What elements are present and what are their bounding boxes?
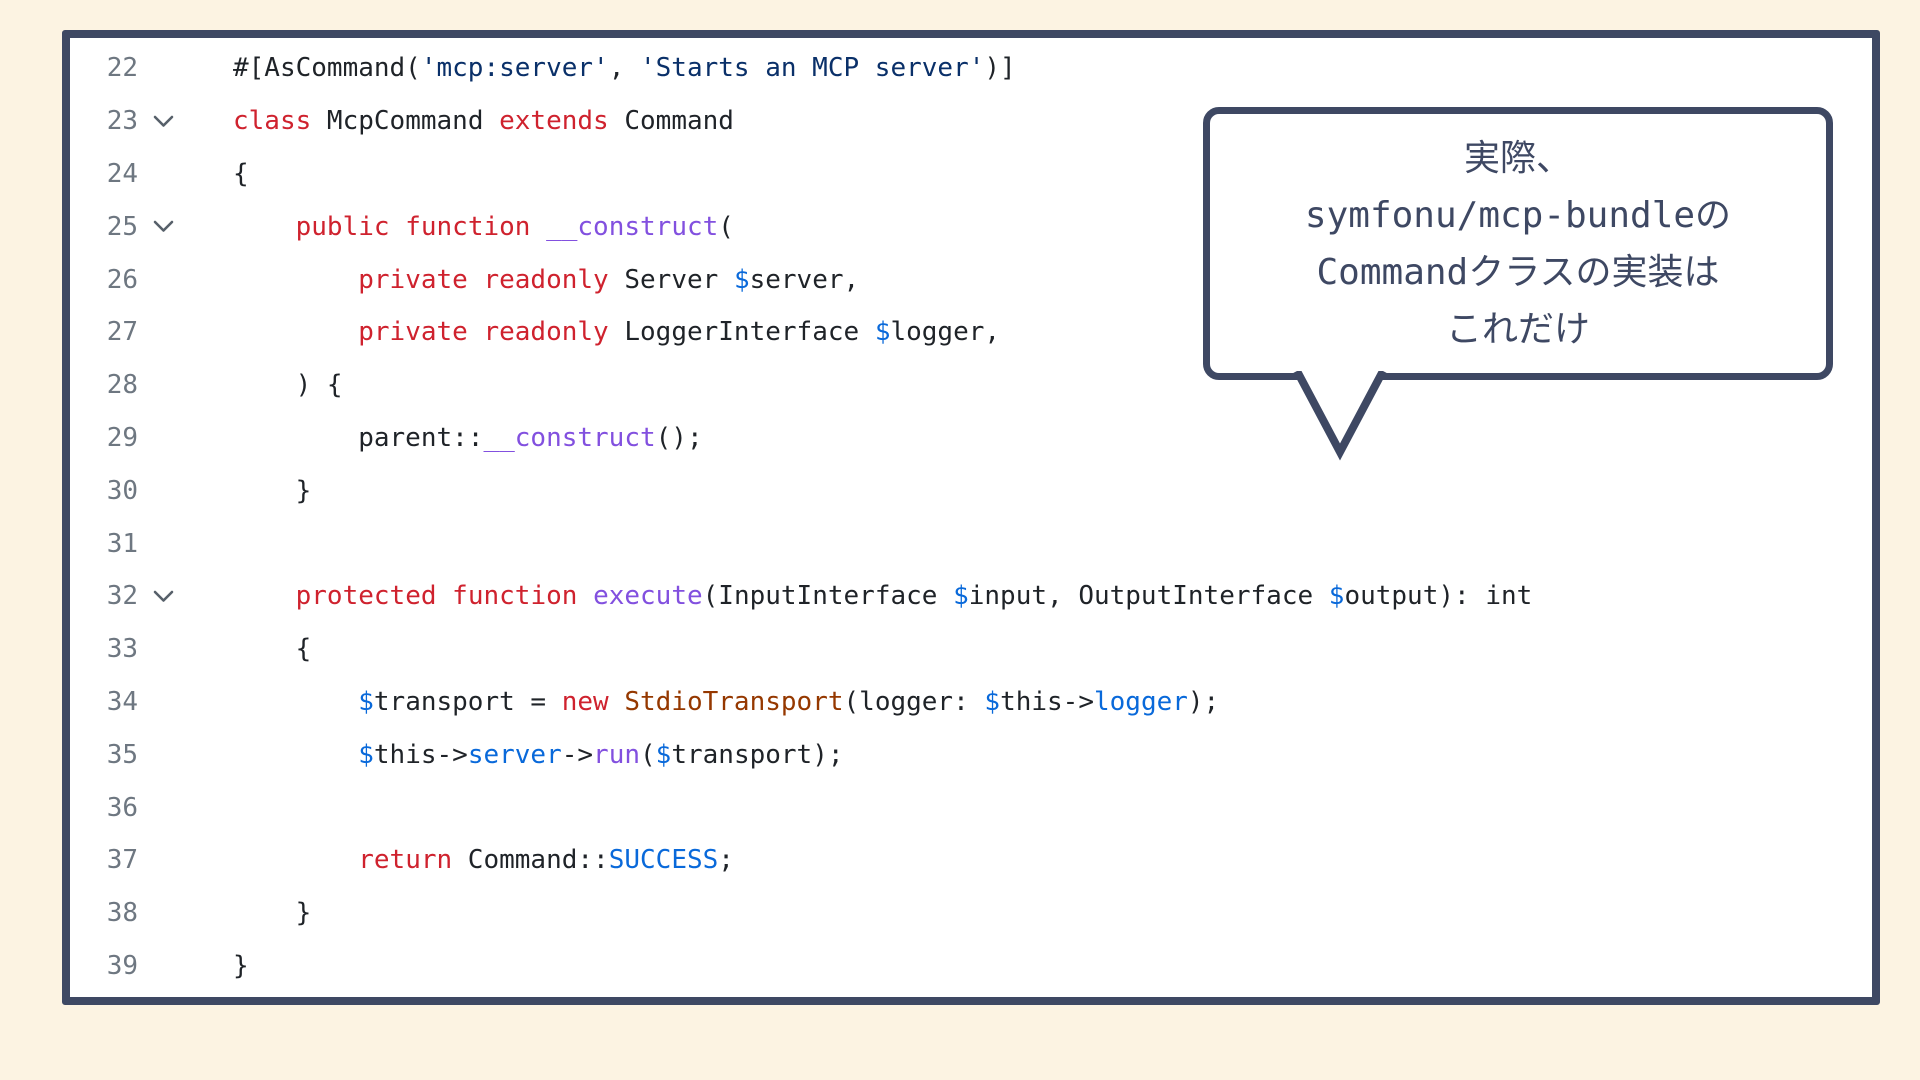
line-number[interactable]: 31 — [106, 528, 138, 559]
code-text: ) { — [233, 370, 343, 401]
code-text: parent::__construct(); — [233, 422, 703, 453]
code-area: 22 #[AsCommand('mcp:server', 'Starts an M… — [70, 42, 1872, 997]
code-text: class McpCommand extends Command — [233, 106, 734, 137]
code-line: 38 } — [70, 887, 1872, 940]
code-line: 32 protected function execute(InputInter… — [70, 570, 1872, 623]
code-text: private readonly Server $server, — [358, 264, 860, 295]
callout-text-line: symfonu/mcp-bundleの — [1304, 194, 1732, 236]
code-line: 28 ) { — [70, 359, 1872, 412]
code-line: 27 private readonly LoggerInterface $log… — [70, 306, 1872, 359]
line-number[interactable]: 32 — [106, 581, 138, 612]
code-text: #[AsCommand('mcp:server', 'Starts an MCP… — [233, 53, 1016, 84]
line-number[interactable]: 28 — [106, 370, 138, 401]
line-number[interactable]: 30 — [106, 475, 138, 506]
code-text: return Command::SUCCESS; — [358, 845, 734, 876]
line-number[interactable]: 25 — [106, 211, 138, 242]
code-text: $this->server->run($transport); — [358, 739, 844, 770]
line-number[interactable]: 34 — [106, 686, 138, 717]
callout-bubble: 実際、 symfonu/mcp-bundleの Commandクラスの実装は こ… — [1203, 107, 1833, 380]
code-line: 30 } — [70, 464, 1872, 517]
callout-text-line: これだけ — [1445, 308, 1590, 350]
code-line: 35 $this->server->run($transport); — [70, 728, 1872, 781]
line-number[interactable]: 38 — [106, 898, 138, 929]
line-number[interactable]: 29 — [106, 422, 138, 453]
code-line: 25 public function __construct( — [70, 200, 1872, 253]
line-number[interactable]: 23 — [106, 106, 138, 137]
code-text: private readonly LoggerInterface $logger… — [358, 317, 1001, 348]
line-number[interactable]: 27 — [106, 317, 138, 348]
code-line: 36 — [70, 781, 1872, 834]
code-text: protected function execute(InputInterfac… — [295, 581, 1533, 612]
line-number[interactable]: 26 — [106, 264, 138, 295]
code-text: { — [233, 634, 312, 665]
code-line: 23 class McpCommand extends Command — [70, 95, 1872, 148]
code-text: $transport = new StdioTransport(logger: … — [358, 686, 1220, 717]
code-line: 22 #[AsCommand('mcp:server', 'Starts an M… — [70, 42, 1872, 95]
code-line: 34 $transport = new StdioTransport(logge… — [70, 676, 1872, 729]
code-text: } — [233, 898, 312, 929]
chevron-down-icon[interactable] — [138, 219, 188, 234]
chevron-down-icon[interactable] — [138, 114, 188, 129]
line-number[interactable]: 37 — [106, 845, 138, 876]
code-text: } — [233, 475, 312, 506]
code-text: public function __construct( — [295, 211, 734, 242]
line-number[interactable]: 35 — [106, 739, 138, 770]
callout-text-line: Commandクラスの実装は — [1316, 251, 1720, 293]
chevron-down-icon[interactable] — [138, 589, 188, 604]
line-number[interactable]: 22 — [106, 53, 138, 84]
code-line: 24 { — [70, 148, 1872, 201]
code-line: 26 private readonly Server $server, — [70, 253, 1872, 306]
code-line: 39} — [70, 940, 1872, 993]
code-line: 31 — [70, 517, 1872, 570]
code-text: } — [233, 950, 249, 981]
code-line: 29 parent::__construct(); — [70, 412, 1872, 465]
line-number[interactable]: 33 — [106, 634, 138, 665]
code-line: 33 { — [70, 623, 1872, 676]
line-number[interactable]: 36 — [106, 792, 138, 823]
callout-text-line: 実際、 — [1463, 137, 1572, 179]
code-text: { — [233, 158, 249, 189]
line-number[interactable]: 39 — [106, 950, 138, 981]
callout-tail — [1293, 371, 1387, 461]
code-line: 37 return Command::SUCCESS; — [70, 834, 1872, 887]
line-number[interactable]: 24 — [106, 158, 138, 189]
